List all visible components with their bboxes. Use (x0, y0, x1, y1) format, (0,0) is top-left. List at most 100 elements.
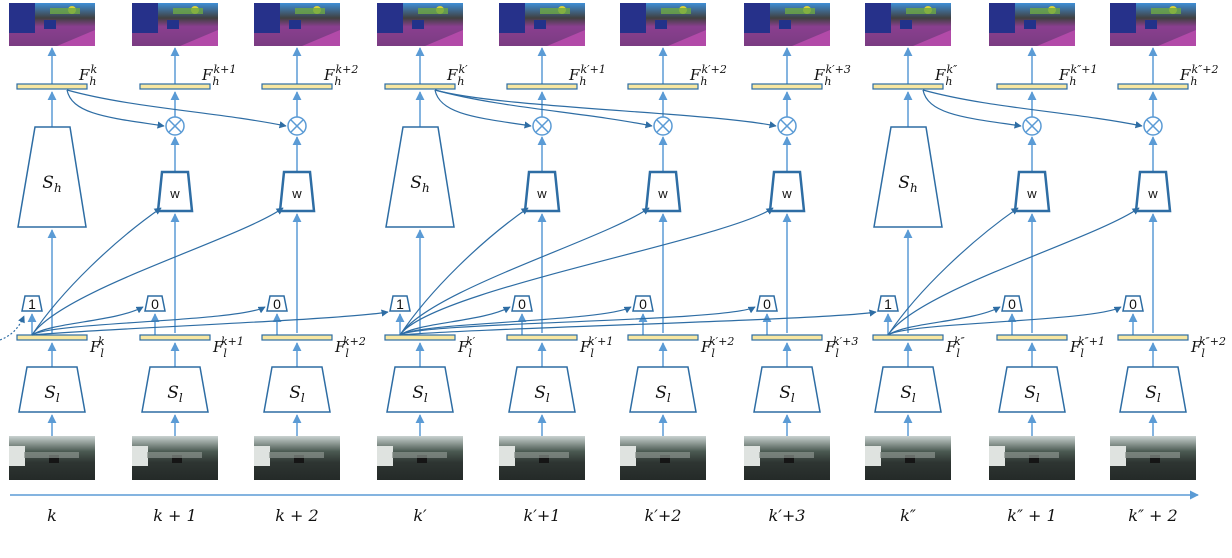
net-base: S (779, 383, 791, 403)
multiply-icon (1022, 116, 1042, 136)
input-frame-image (620, 436, 706, 480)
high-level-feature-bar (506, 83, 578, 90)
weight-label: w (291, 186, 302, 201)
input-frame-image (1110, 436, 1196, 480)
high-level-subnetwork-sh (873, 126, 943, 228)
label-sup: k′+2 (702, 63, 727, 76)
segment-vehicle (744, 3, 770, 33)
high-feature-propagation-edge (922, 89, 1022, 129)
segment-vehicle (254, 3, 280, 33)
label-sub: l (1080, 347, 1084, 360)
input-frame-image (499, 436, 585, 480)
multiply-cross (168, 119, 182, 133)
net-sub: l (56, 391, 60, 405)
segmentation-output-image (865, 3, 951, 46)
low-feature-to-decision-edge (887, 306, 1001, 336)
sl-label: Sl (412, 383, 428, 405)
segment-vegetation (1151, 8, 1181, 14)
low-level-feature-bar (751, 334, 823, 341)
key-frame-decision-box (756, 295, 778, 312)
sh-label: Sh (410, 173, 429, 195)
high-feature-label: Fhk+1 (201, 63, 236, 88)
low-feature-to-decision-edge (399, 306, 756, 336)
sl-label: Sl (534, 383, 550, 405)
low-feature-to-weight-edge (399, 207, 774, 336)
segment-vegetation (785, 8, 815, 14)
low-level-feature-bar (996, 334, 1068, 341)
segment-vegetation (50, 8, 80, 14)
net-sub: l (667, 391, 671, 405)
segment-car (412, 20, 424, 29)
segment-car (167, 20, 179, 29)
sh-label: Sh (42, 173, 61, 195)
low-feature-label: Flk′+2 (700, 335, 734, 360)
multiply-icon (1143, 116, 1163, 136)
low-level-subnetwork-sl (753, 366, 821, 413)
building (759, 452, 814, 458)
low-level-feature-bar (872, 334, 944, 341)
segment-vegetation (540, 8, 570, 14)
segmentation-output-image (377, 3, 463, 46)
time-tick-label: k″ + 1 (1007, 506, 1056, 525)
time-tick-label: k′+2 (645, 506, 682, 525)
multiply-icon (532, 116, 552, 136)
decision-value: 1 (28, 296, 36, 312)
low-level-feature-bar (506, 334, 578, 341)
label-sub: h (89, 75, 96, 88)
high-level-feature-bar (384, 83, 456, 90)
high-feature-propagation-edge (434, 89, 532, 129)
low-level-subnetwork-sl (874, 366, 942, 413)
white-van (1110, 446, 1126, 466)
time-tick-label: k″ + 2 (1128, 506, 1177, 525)
segment-vehicle (1110, 3, 1136, 33)
low-level-subnetwork-sl (508, 366, 576, 413)
segment-vegetation (906, 8, 936, 14)
multiply-cross (656, 119, 670, 133)
net-sub: l (179, 391, 183, 405)
building (1125, 452, 1180, 458)
label-sup: k (91, 63, 98, 76)
low-level-subnetwork-sl (998, 366, 1066, 413)
label-sub: h (212, 75, 219, 88)
high-level-feature-bar (751, 83, 823, 90)
label-base: F (446, 66, 458, 84)
high-feature-propagation-edge (66, 89, 165, 129)
building (635, 452, 690, 458)
building (880, 452, 935, 458)
key-frame-decision-box (144, 295, 166, 312)
segment-vehicle (865, 3, 891, 33)
segment-vehicle (132, 3, 158, 33)
label-sub: h (945, 75, 952, 88)
sl-label: Sl (44, 383, 60, 405)
net-base: S (42, 173, 54, 193)
time-tick-label: k′ (413, 506, 427, 525)
label-base: F (689, 66, 701, 84)
weight-predictor-w (644, 170, 682, 213)
weight-predictor-w (1134, 170, 1172, 213)
decision-value: 1 (396, 296, 404, 312)
low-level-feature-bar (139, 334, 211, 341)
label-sup: k′+3 (833, 335, 858, 348)
white-van (254, 446, 270, 466)
white-van (865, 446, 881, 466)
label-sub: l (590, 347, 594, 360)
net-sub: l (546, 391, 550, 405)
high-feature-propagation-edge (922, 89, 1143, 129)
low-feature-label: Flk+2 (334, 335, 366, 360)
segmentation-output-image (499, 3, 585, 46)
net-base: S (898, 173, 910, 193)
segment-vehicle (620, 3, 646, 33)
label-sup: k″+2 (1192, 63, 1219, 76)
high-feature-label: Fhk″+2 (1179, 63, 1219, 88)
segment-vehicle (9, 3, 35, 33)
low-level-subnetwork-sl (18, 366, 86, 413)
sl-label: Sl (779, 383, 795, 405)
low-feature-to-decision-edge (399, 306, 632, 336)
key-frame-decision-box (632, 295, 654, 312)
weight-predictor-w (523, 170, 561, 213)
low-feature-label: Flk″ (945, 335, 966, 360)
